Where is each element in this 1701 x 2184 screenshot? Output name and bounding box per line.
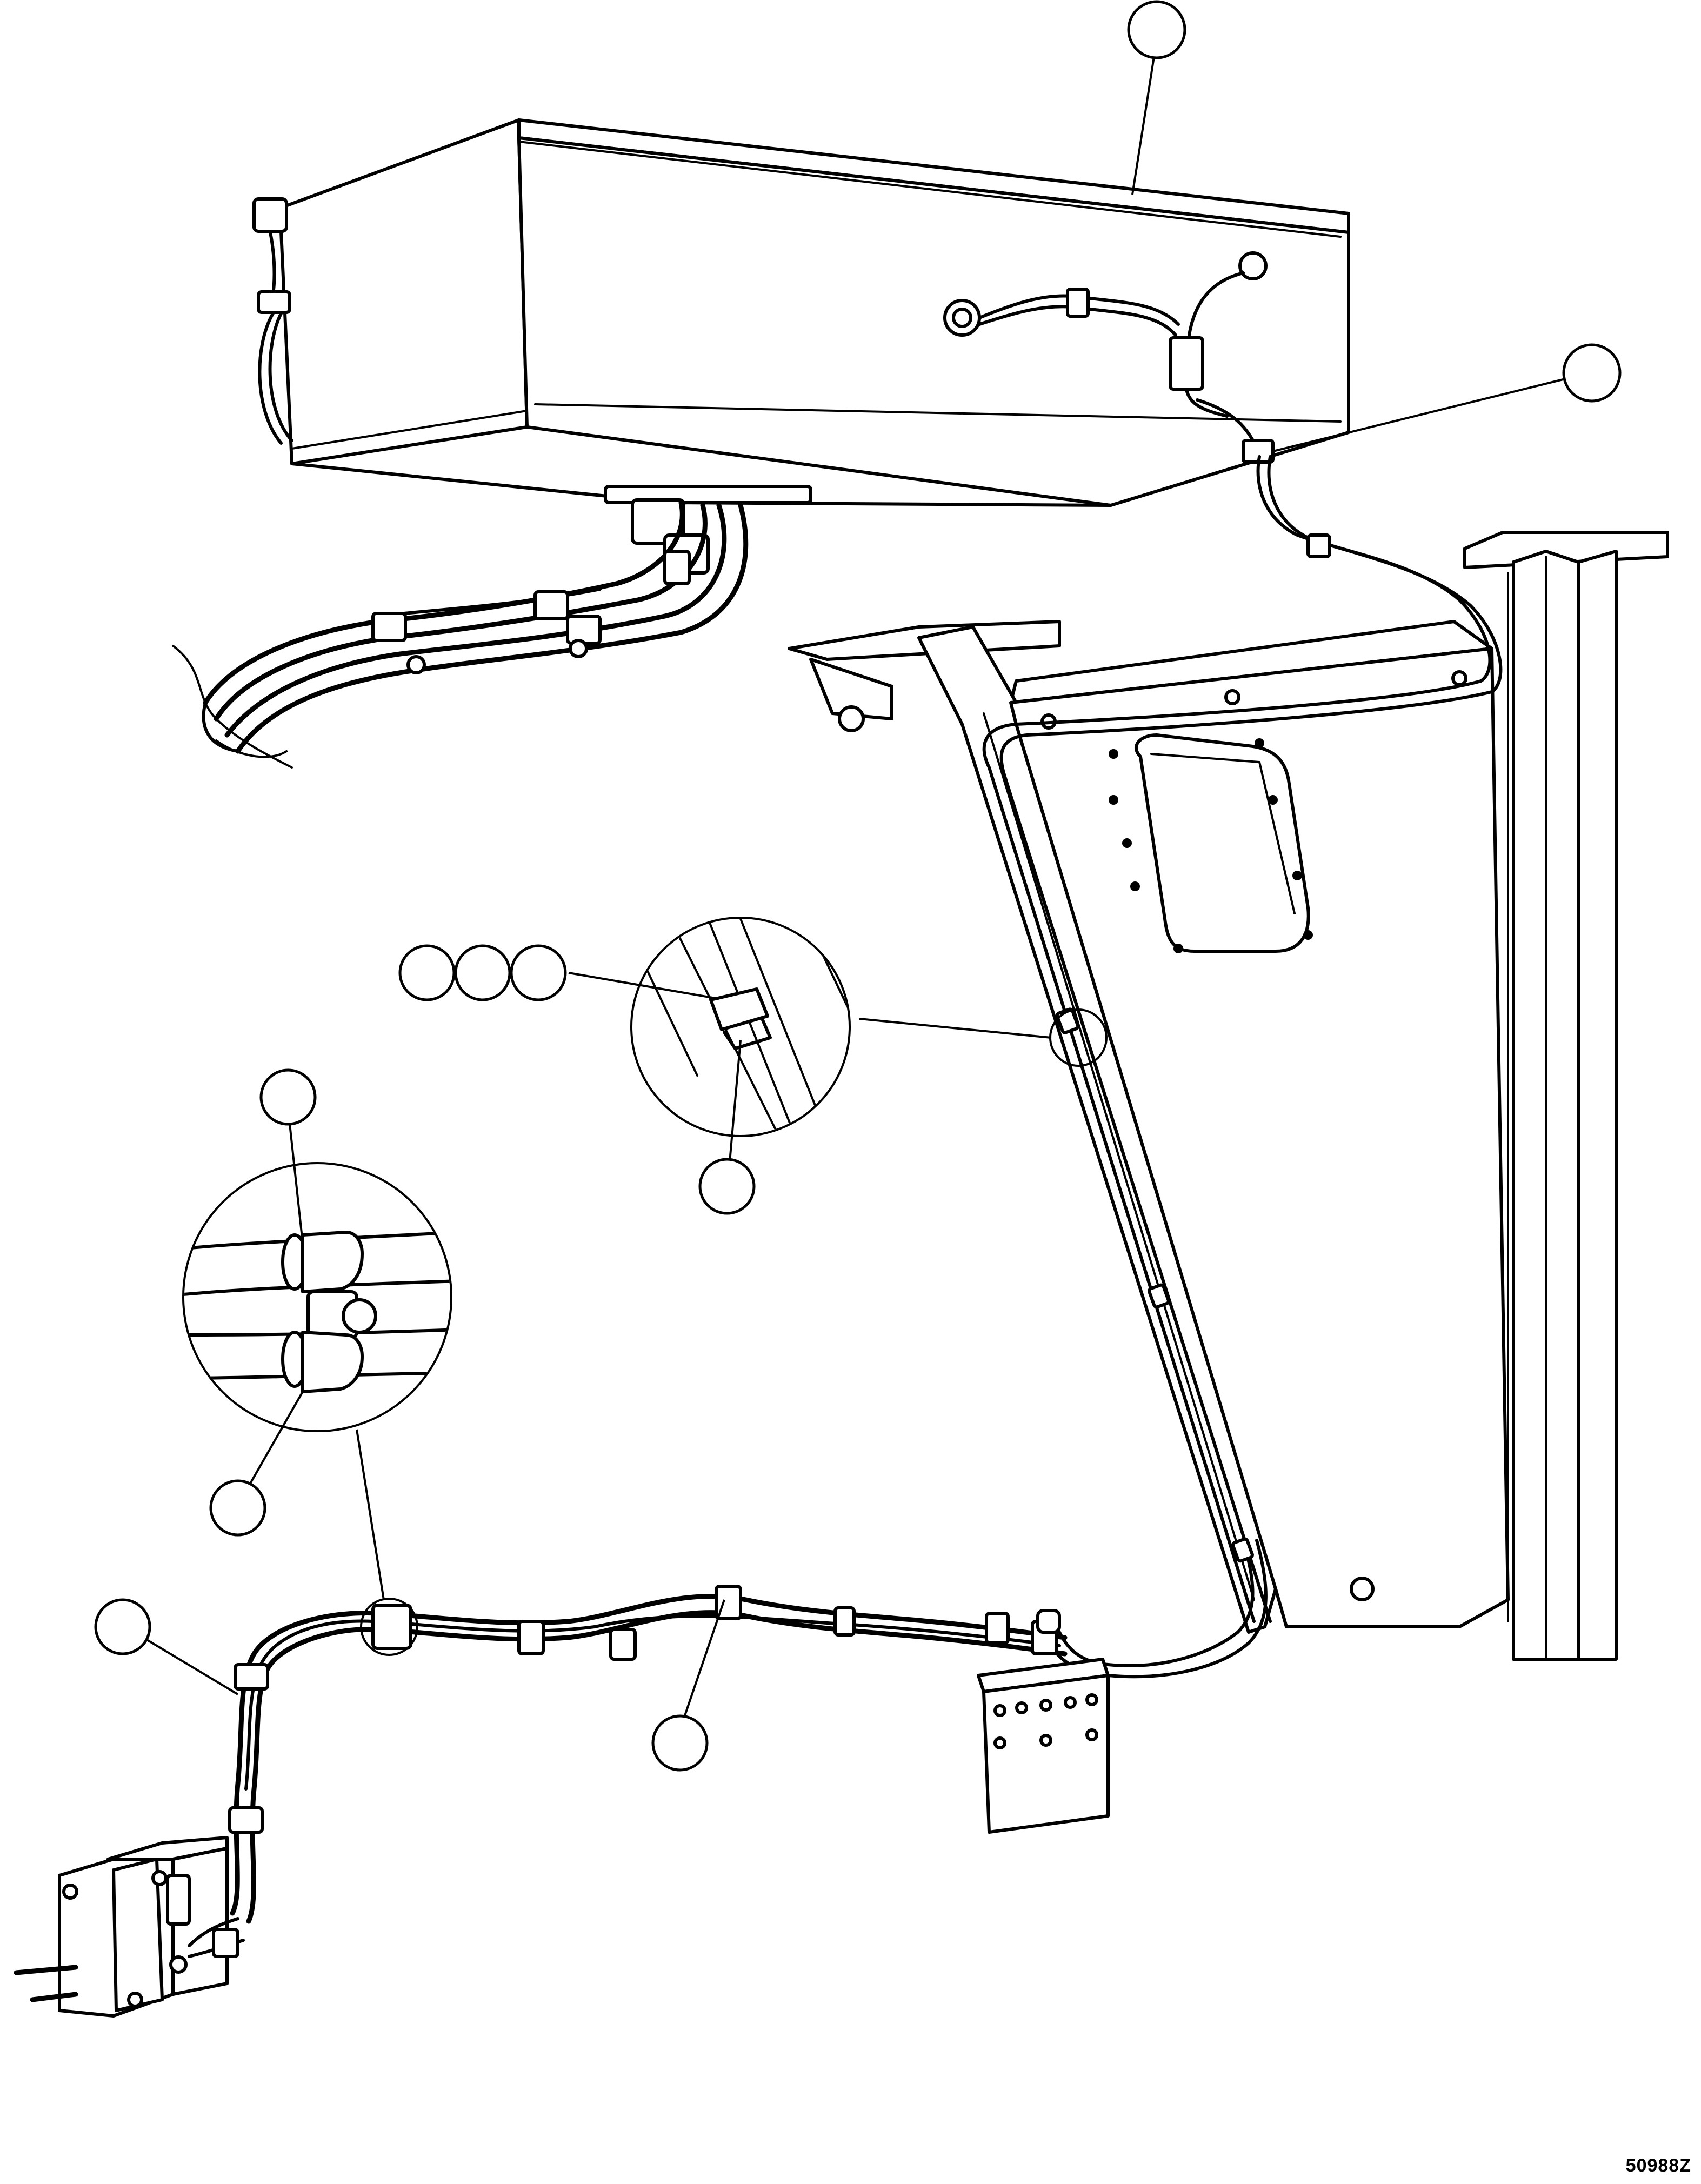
panel-bolts <box>1109 738 1313 953</box>
callout-8 <box>209 1479 266 1537</box>
callout-7 <box>259 1068 317 1126</box>
vertical-post <box>1463 531 1669 1661</box>
detail-clip-link <box>859 1018 1052 1039</box>
switch-assembly <box>14 1836 245 2018</box>
detail-double-clamp <box>182 1162 452 1432</box>
lower-harness <box>228 1585 1068 1924</box>
drawing-reference-number: 50988Z <box>1625 2155 1691 2176</box>
box-front-harness <box>943 251 1275 464</box>
detail-clamp-link <box>356 1429 385 1600</box>
under-box-cables <box>172 485 812 769</box>
junction-box <box>977 1658 1110 1834</box>
detail-clip <box>630 917 851 1137</box>
callout-4 <box>454 944 511 1001</box>
callout-1 <box>1127 0 1186 59</box>
callout-9 <box>94 1598 151 1655</box>
frame-bracket <box>788 620 1510 1634</box>
detail-clamp-marker <box>360 1598 418 1656</box>
callout-balloons <box>94 0 1622 1772</box>
callout-6 <box>698 1158 756 1215</box>
main-harness <box>982 455 1503 1679</box>
callout-3 <box>398 944 456 1001</box>
callout-5 <box>510 944 567 1001</box>
callout-10 <box>651 1714 709 1772</box>
callout-2 <box>1562 343 1622 403</box>
box-end-clamp <box>252 197 293 445</box>
overhead-box <box>278 118 1350 507</box>
